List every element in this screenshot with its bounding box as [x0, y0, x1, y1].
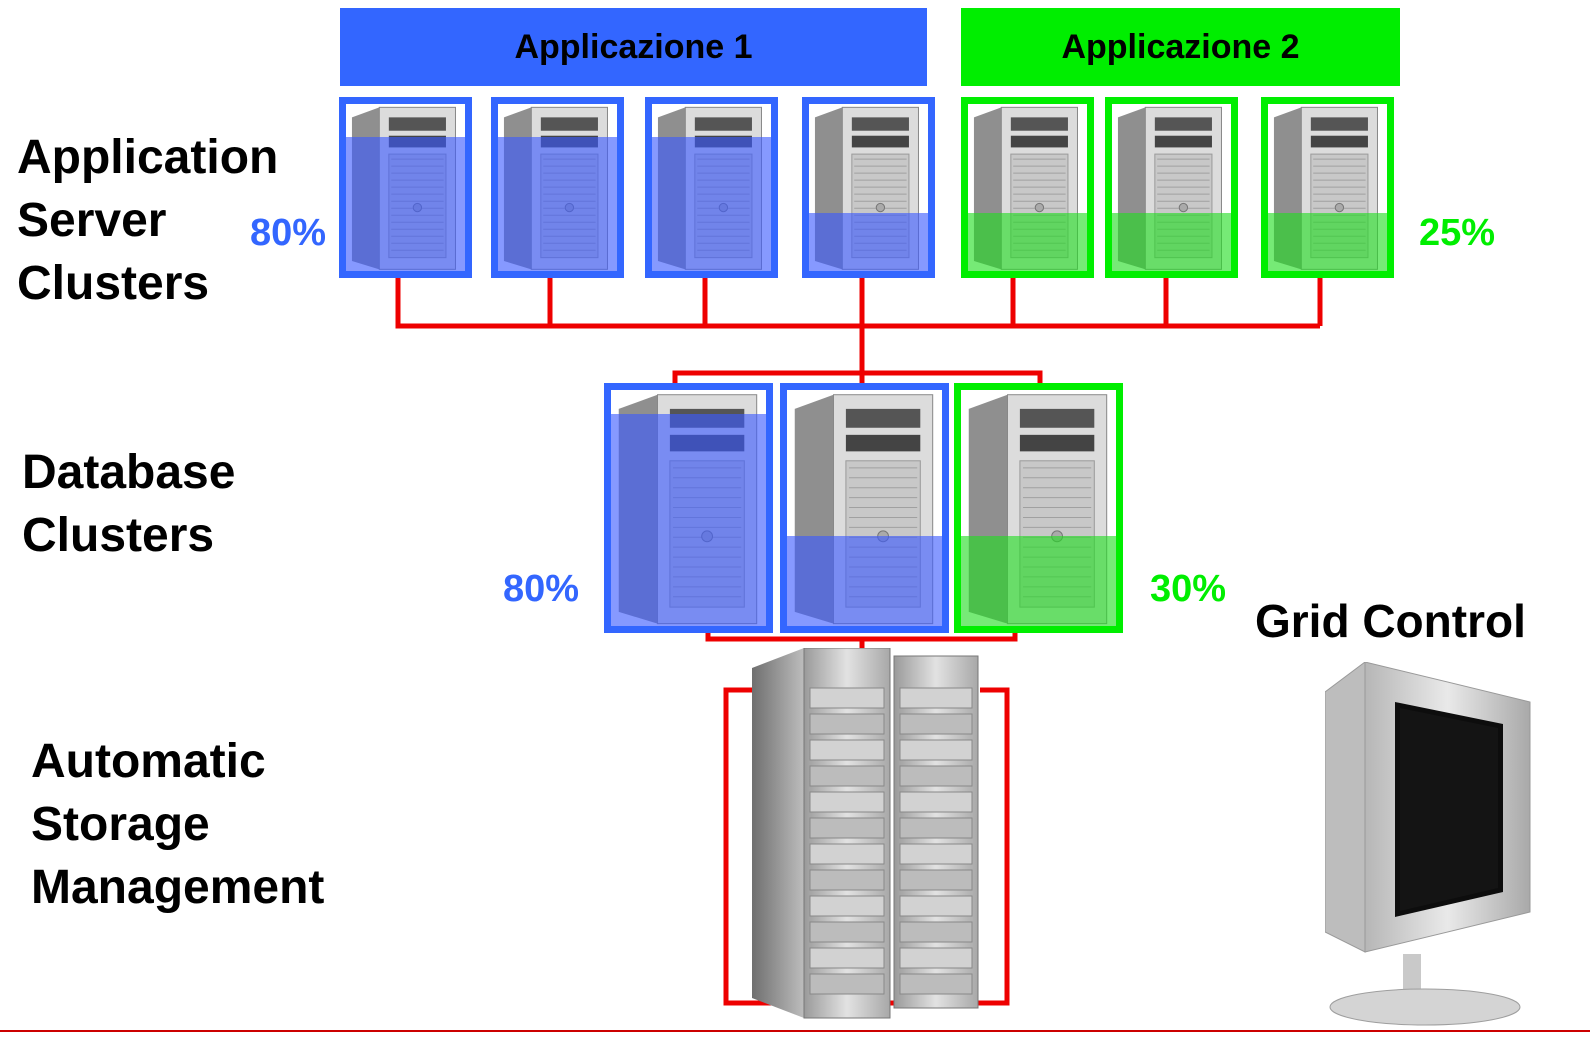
rack-slot — [809, 947, 885, 969]
load-fill — [968, 212, 1087, 271]
rack-slot — [899, 713, 973, 735]
grid-control-title: Grid Control — [1255, 595, 1526, 647]
rack-slot — [899, 791, 973, 813]
label-line: Management — [31, 861, 325, 914]
monitor-icon — [1325, 662, 1531, 1026]
app-server-1 — [339, 97, 472, 278]
bottom-rule — [0, 1030, 1590, 1032]
label-line: Application — [17, 131, 279, 184]
load-fill — [498, 137, 617, 271]
application-1-banner: Applicazione 1 — [340, 8, 927, 86]
load-fill — [611, 413, 766, 626]
rack-slot — [899, 817, 973, 839]
rack-slot — [809, 843, 885, 865]
rack-slot — [899, 765, 973, 787]
rack-slot — [809, 739, 885, 761]
app-server-3 — [645, 97, 778, 278]
rack-slot — [809, 713, 885, 735]
label-line: Storage — [31, 798, 210, 851]
automatic-storage-management-label: Automatic Storage Management — [31, 730, 324, 919]
rack-slot — [899, 687, 973, 709]
load-fill — [1268, 212, 1387, 271]
rack-slot — [809, 869, 885, 891]
application-1-title: Applicazione 1 — [514, 27, 753, 66]
rack-slot — [899, 739, 973, 761]
application-2-title: Applicazione 2 — [1061, 27, 1300, 66]
load-fill — [961, 536, 1116, 626]
rack-slot — [809, 765, 885, 787]
rack-slot — [809, 973, 885, 995]
rack-slot — [899, 921, 973, 943]
rack-slot — [809, 921, 885, 943]
db-server-2 — [780, 383, 949, 633]
network-link — [395, 278, 1320, 329]
rack-slot — [899, 843, 973, 865]
application-2-banner: Applicazione 2 — [961, 8, 1400, 86]
db-app2-load-percentage: 30% — [1150, 568, 1227, 610]
app2-server-load-percentage: 25% — [1419, 212, 1496, 254]
label-line: Clusters — [17, 257, 210, 310]
app1-server-load-percentage: 80% — [250, 212, 327, 254]
db-server-3 — [954, 383, 1123, 633]
rack-slot — [809, 817, 885, 839]
rack-slot — [899, 947, 973, 969]
label-line: Automatic — [31, 735, 266, 788]
load-fill — [787, 536, 942, 626]
storage-rack-icon — [752, 648, 979, 1019]
network-link — [705, 633, 1018, 642]
application-server-clusters-label: Application Server Clusters — [17, 126, 278, 315]
database-clusters-label: Database Clusters — [22, 441, 235, 567]
app-server-2 — [491, 97, 624, 278]
load-fill — [346, 137, 465, 271]
rack-slot — [899, 869, 973, 891]
rack-slot — [809, 791, 885, 813]
load-fill — [652, 137, 771, 271]
network-link — [672, 370, 1043, 383]
label-line: Database — [22, 446, 236, 499]
app-server-5 — [961, 97, 1094, 278]
rack-slot — [899, 973, 973, 995]
app-server-4 — [802, 97, 935, 278]
app-server-7 — [1261, 97, 1394, 278]
db-server-1 — [604, 383, 773, 633]
load-fill — [1112, 212, 1231, 271]
load-fill — [809, 212, 928, 271]
rack-slot — [899, 895, 973, 917]
rack-slot — [809, 895, 885, 917]
grid-control-label: Grid Control — [1255, 590, 1526, 653]
rack-slot — [809, 687, 885, 709]
db-app1-load-percentage: 80% — [503, 568, 580, 610]
label-line: Server — [17, 194, 167, 247]
label-line: Clusters — [22, 509, 215, 562]
app-server-6 — [1105, 97, 1238, 278]
